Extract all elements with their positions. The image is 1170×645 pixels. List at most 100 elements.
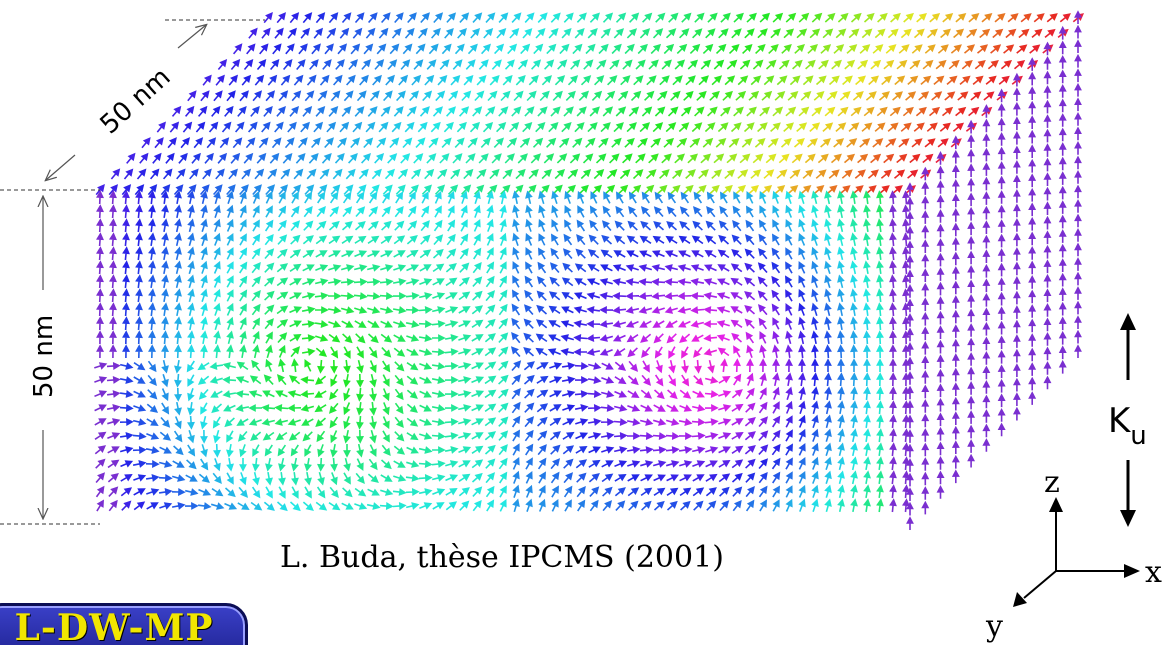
front-vector-arrow: [551, 233, 559, 246]
front-vector-arrow: [380, 235, 393, 245]
front-vector-arrow: [252, 344, 260, 359]
front-vector-arrow: [798, 330, 806, 345]
front-vector-arrow: [342, 206, 353, 218]
front-vector-arrow: [692, 206, 703, 218]
top-vector-arrow: [937, 138, 949, 148]
front-vector-arrow: [824, 274, 832, 288]
top-vector-arrow: [807, 138, 818, 148]
height-label: 50 nm: [29, 315, 59, 398]
top-vector-arrow: [121, 184, 132, 196]
front-vector-arrow: [876, 288, 884, 303]
front-vector-arrow: [343, 402, 351, 416]
front-vector-arrow: [328, 333, 341, 343]
front-vector-arrow: [406, 375, 419, 385]
top-vector-arrow: [285, 43, 295, 55]
front-vector-arrow: [837, 484, 845, 498]
top-vector-arrow: [604, 90, 616, 101]
front-vector-arrow: [213, 330, 221, 345]
top-vector-arrow: [733, 106, 744, 117]
front-vector-arrow: [380, 333, 393, 343]
top-vector-arrow: [905, 91, 917, 101]
front-vector-arrow: [562, 262, 573, 273]
side-vector-arrow: [997, 320, 1006, 335]
front-vector-arrow: [691, 250, 704, 258]
top-vector-arrow: [500, 90, 511, 102]
top-vector-arrow: [334, 153, 345, 164]
front-vector-arrow: [316, 486, 326, 499]
front-vector-arrow: [638, 278, 653, 286]
front-vector-arrow: [135, 204, 143, 219]
side-vector-arrow: [967, 279, 976, 294]
front-vector-arrow: [252, 444, 260, 457]
top-vector-arrow: [711, 75, 723, 86]
top-vector-arrow: [715, 43, 727, 54]
front-vector-arrow: [394, 374, 404, 386]
front-vector-arrow: [95, 458, 106, 469]
side-vector-arrow: [936, 339, 945, 354]
front-vector-arrow: [564, 499, 572, 512]
top-vector-arrow: [593, 169, 605, 180]
badge-label: L-DW-MP: [14, 607, 214, 645]
top-vector-arrow: [595, 153, 607, 164]
front-vector-arrow: [108, 486, 119, 497]
top-vector-arrow: [352, 121, 363, 133]
front-vector-arrow: [211, 488, 224, 497]
front-vector-arrow: [314, 292, 329, 300]
front-vector-arrow: [850, 260, 858, 275]
top-vector-arrow: [441, 137, 452, 148]
top-vector-arrow: [535, 28, 546, 39]
side-vector-arrow: [982, 205, 991, 220]
top-vector-arrow: [926, 122, 938, 132]
front-vector-arrow: [603, 191, 611, 204]
front-vector-arrow: [418, 334, 433, 342]
top-vector-arrow: [909, 59, 921, 70]
front-vector-arrow: [380, 488, 394, 496]
top-vector-arrow: [420, 12, 430, 24]
front-vector-arrow: [431, 418, 446, 426]
front-vector-arrow: [798, 498, 806, 512]
side-vector-arrow: [1028, 86, 1037, 100]
top-vector-arrow: [994, 12, 1006, 23]
front-vector-arrow: [602, 486, 613, 497]
front-vector-arrow: [757, 290, 768, 301]
front-vector-arrow: [278, 205, 287, 218]
front-vector-arrow: [811, 428, 819, 442]
front-vector-arrow: [237, 430, 248, 442]
top-vector-arrow: [757, 122, 768, 133]
top-vector-arrow: [393, 106, 404, 117]
top-vector-arrow: [718, 28, 729, 39]
front-vector-arrow: [472, 276, 483, 287]
side-vector-arrow: [921, 428, 930, 442]
side-vector-arrow: [1043, 273, 1052, 288]
front-vector-arrow: [485, 472, 496, 484]
front-vector-arrow: [536, 276, 547, 288]
front-vector-arrow: [405, 320, 420, 328]
top-vector-arrow: [507, 43, 518, 55]
front-vector-arrow: [718, 220, 729, 231]
front-vector-arrow: [811, 358, 819, 372]
side-vector-arrow: [936, 194, 945, 209]
front-vector-arrow: [200, 288, 208, 302]
front-vector-arrow: [498, 402, 509, 413]
side-vector-arrow: [997, 335, 1006, 350]
top-vector-arrow: [682, 184, 694, 195]
top-vector-arrow: [139, 152, 149, 164]
front-vector-arrow: [200, 316, 208, 330]
top-vector-arrow: [572, 43, 583, 55]
front-vector-arrow: [798, 400, 806, 414]
front-vector-arrow: [277, 444, 287, 457]
front-vector-arrow: [200, 274, 208, 288]
top-vector-arrow: [446, 12, 457, 23]
side-vector-arrow: [967, 395, 976, 410]
dimension-guides: [0, 19, 265, 525]
side-vector-arrow: [1058, 287, 1067, 301]
front-vector-arrow: [174, 373, 182, 388]
front-vector-arrow: [187, 246, 195, 261]
front-vector-arrow: [161, 246, 169, 261]
top-vector-arrow: [820, 44, 832, 54]
front-vector-arrow: [484, 347, 497, 357]
top-vector-arrow: [742, 44, 753, 54]
top-vector-arrow: [617, 184, 629, 195]
front-vector-arrow: [187, 430, 195, 444]
front-vector-arrow: [226, 302, 234, 316]
